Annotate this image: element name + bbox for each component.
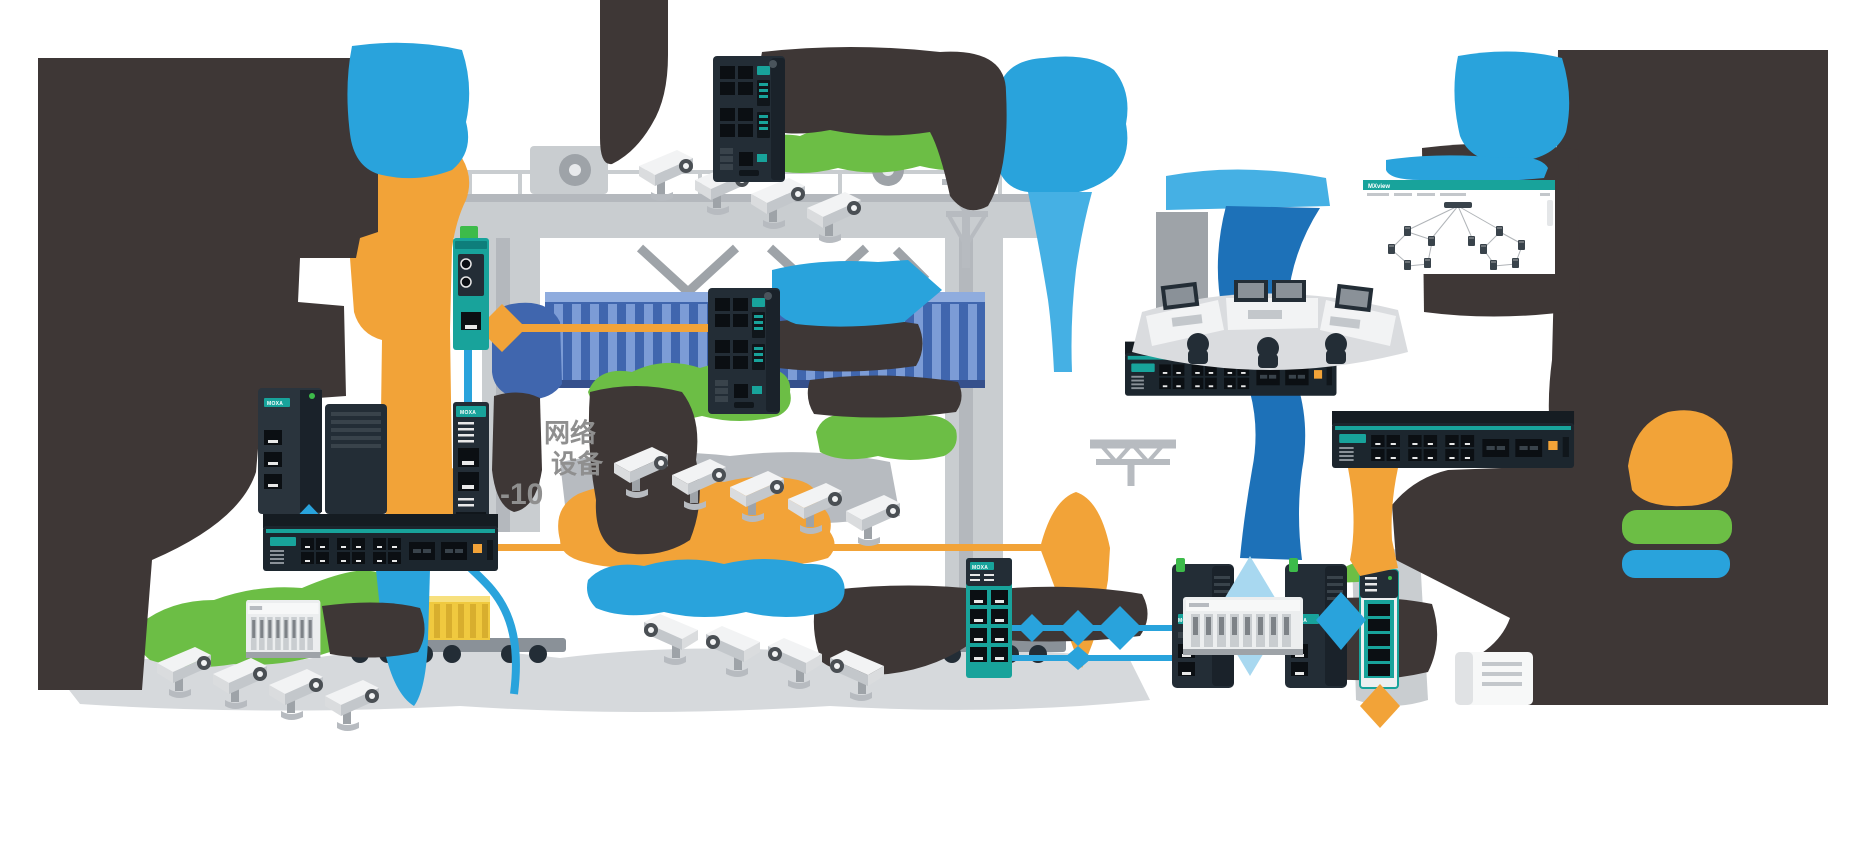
din-rail-switch-mid [708,288,780,414]
plc-rack-right [1183,597,1303,655]
blue-blob-top-left [347,42,470,179]
tower-computer-pair: MOXA [258,388,387,514]
fiber-media-converter-upper [453,226,489,350]
orange-funnel-switch5 [1348,468,1398,576]
nms-header-bar [1363,180,1555,190]
unmanaged-5port-switch [1359,569,1399,689]
fiber-media-converter-lower: MOXA [453,402,489,524]
nms-header-title: MXview [1368,184,1390,190]
dark-blob-under-arrow [770,317,923,372]
blue-node-links [1012,606,1212,670]
console-keyboards [1171,310,1361,329]
fiber-label-line2: 设备 [551,449,604,479]
dark-blob-left [38,58,378,690]
dark-blob-top-center-a [600,0,668,165]
office-chairs [1187,333,1347,368]
dark-blob-label-left [492,392,542,512]
orange-link-to-switch [522,324,712,332]
blue-blob-bottom-center [587,559,845,617]
blue-arrow-label [772,260,942,327]
green-blob-camera-pair [816,410,957,460]
rackmount-switch-left [263,514,498,571]
brand-label: MOXA [972,565,988,571]
managed-tn-switch: MOXA [966,558,1012,678]
lightblue-taper [1028,192,1092,372]
plc-rack-left [246,600,321,658]
brand-label: MOXA [267,401,283,407]
blue-link-converters [464,346,472,406]
orange-diamond-converter [478,304,526,352]
orange-diamond-switch5 [1360,684,1400,728]
dark-blob-top-center-b [758,47,1007,211]
nms-root-node [1444,202,1472,208]
nms-side-controls [1547,200,1553,226]
fiber-label-fragments: 网络 设备 -10 [500,418,604,511]
legend-blue [1622,550,1730,578]
cctv-camera [639,150,693,201]
fiber-label-line3: -10 [500,478,543,511]
fiber-label-line1: 网络 [544,418,596,448]
brand-label: MOXA [460,410,476,416]
console-monitors [1160,280,1374,313]
dark-blob-camera-pair [807,375,962,418]
control-room [1132,280,1408,370]
rackmount-switch-lower-right [1332,411,1575,468]
legend-green [1622,510,1732,544]
dark-blob-plc-left [322,602,425,658]
blue-ribbon-cap [1166,169,1330,210]
white-device-bottom-right [1455,652,1533,705]
nms-monitor: MXview [1363,180,1555,274]
legend-orange [1628,410,1733,507]
nms-toolbar [1367,193,1550,196]
blue-blob-mxview-line2 [1386,155,1548,182]
blue-diamond-switch5 [1316,592,1366,650]
wireless-mast-right [1090,439,1176,486]
blue-blob-mxview [1454,51,1570,163]
lightblue-blob-top [994,56,1128,194]
orange-link-left [490,544,570,551]
din-rail-switch-top [713,56,785,182]
